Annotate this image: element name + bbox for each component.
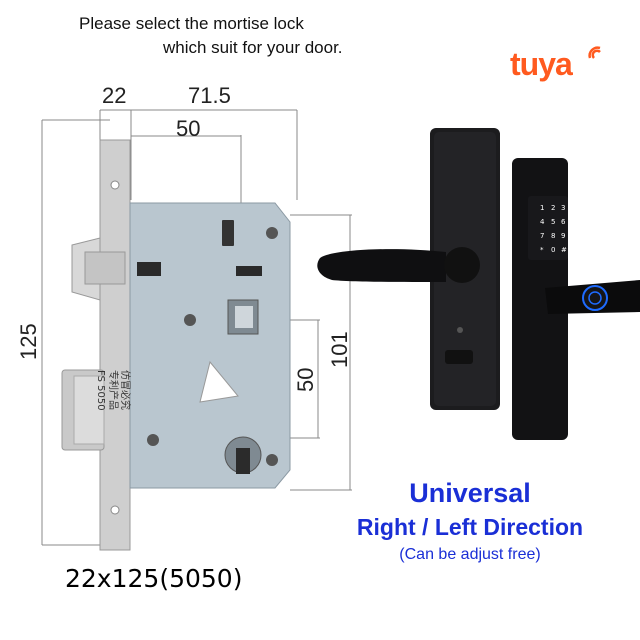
dim-faceplate-width: 22 [102, 83, 126, 108]
fingerprint-sensor-icon [582, 285, 608, 311]
warning-label [199, 360, 239, 403]
direction-text: Right / Left Direction [356, 514, 584, 540]
adjust-note: (Can be adjust free) [399, 546, 541, 563]
dim-center-distance: 50 [293, 368, 318, 392]
mortise-lock-diagram: 22 71.5 50 125 101 50 FS 5050 专利产品 仿冒必究 [16, 83, 352, 551]
svg-text:4: 4 [540, 218, 545, 226]
svg-text:9: 9 [561, 232, 565, 240]
svg-text:*: * [540, 246, 544, 254]
case-text-a: 专利产品 [107, 370, 120, 410]
lock-size-label: 22x125(5050) [65, 564, 243, 593]
instruction-line-2: which suit for your door. [163, 38, 343, 57]
svg-text:6: 6 [561, 218, 566, 226]
svg-text:8: 8 [551, 232, 555, 240]
dim-height: 125 [16, 323, 41, 360]
svg-text:3: 3 [561, 204, 565, 212]
instruction-line-1: Please select the mortise lock [79, 14, 304, 33]
svg-text:7: 7 [540, 232, 544, 240]
dim-case-height: 101 [327, 331, 352, 368]
wifi-signal-icon [588, 46, 601, 59]
keypad [528, 196, 568, 260]
lever-handle-rear [317, 249, 446, 282]
universal-title: Universal [409, 478, 531, 508]
svg-text:0: 0 [551, 246, 555, 254]
svg-text:2: 2 [551, 204, 555, 212]
case-model: FS 5050 [95, 370, 106, 411]
faceplate [99, 139, 131, 551]
tuya-logo: tuya [510, 46, 604, 88]
svg-text:1: 1 [540, 204, 544, 212]
dim-backset: 50 [176, 116, 200, 141]
svg-text:#: # [561, 246, 567, 254]
brand-name: tuya [510, 46, 573, 82]
svg-text:5: 5 [551, 218, 555, 226]
dim-backset-total: 71.5 [188, 83, 231, 108]
case-text-b: 仿冒必究 [119, 370, 132, 410]
